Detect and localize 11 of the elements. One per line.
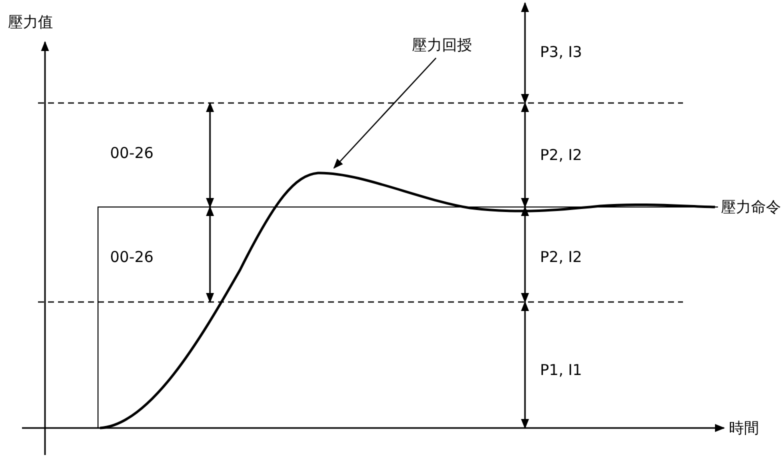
text-label: P2, I2 [540, 145, 582, 166]
axis-label: 壓力值 [8, 12, 53, 33]
callout-label: 壓力回授 [412, 34, 472, 56]
text-label: 壓力命令 [721, 197, 781, 218]
axis-label: 時間 [729, 418, 759, 439]
leader-line [333, 58, 436, 169]
text-label: P3, I3 [540, 42, 582, 63]
text-label: P2, I2 [540, 247, 582, 268]
text-label: P1, I1 [540, 360, 582, 381]
text-label: 00-26 [110, 143, 154, 164]
text-label: 00-26 [110, 247, 154, 268]
